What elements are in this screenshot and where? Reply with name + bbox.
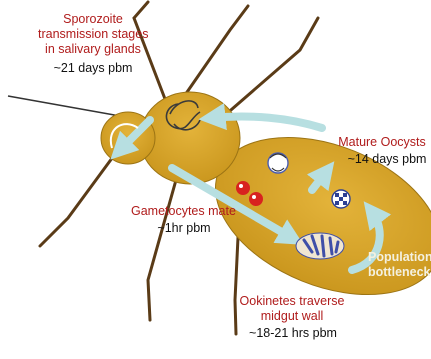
sporozoite-line-1: Sporozoite xyxy=(38,12,148,27)
sporozoite-line-2: transmission stages xyxy=(38,27,148,42)
sporozoite-time: ~21 days pbm xyxy=(38,61,148,76)
ookinetes-line-1: Ookinetes traverse xyxy=(232,294,352,309)
oocyst-mature-icon xyxy=(332,190,350,208)
gametocytes-title: Gametocytes mate xyxy=(131,204,233,219)
oocyst-icon xyxy=(268,153,288,173)
ookinetes-time: ~18-21 hrs pbm xyxy=(238,326,348,341)
bottleneck-line-2: bottleneck xyxy=(368,265,430,280)
bottleneck-line-1: Population xyxy=(368,250,430,265)
proboscis xyxy=(8,96,120,116)
ookinete-cluster-icon xyxy=(296,233,344,259)
ookinetes-line-2: midgut wall xyxy=(232,309,352,324)
sporozoite-line-3: in salivary glands xyxy=(38,42,148,57)
oocysts-time: ~14 days pbm xyxy=(344,152,430,167)
ookinetes-label: Ookinetes traverse midgut wall xyxy=(232,294,352,324)
sporozoite-label: Sporozoite transmission stages in saliva… xyxy=(38,12,148,57)
bottleneck-label: Population bottleneck xyxy=(368,250,430,280)
oocysts-title: Mature Oocysts xyxy=(336,135,428,150)
gametocytes-time: ~1hr pbm xyxy=(150,221,218,236)
